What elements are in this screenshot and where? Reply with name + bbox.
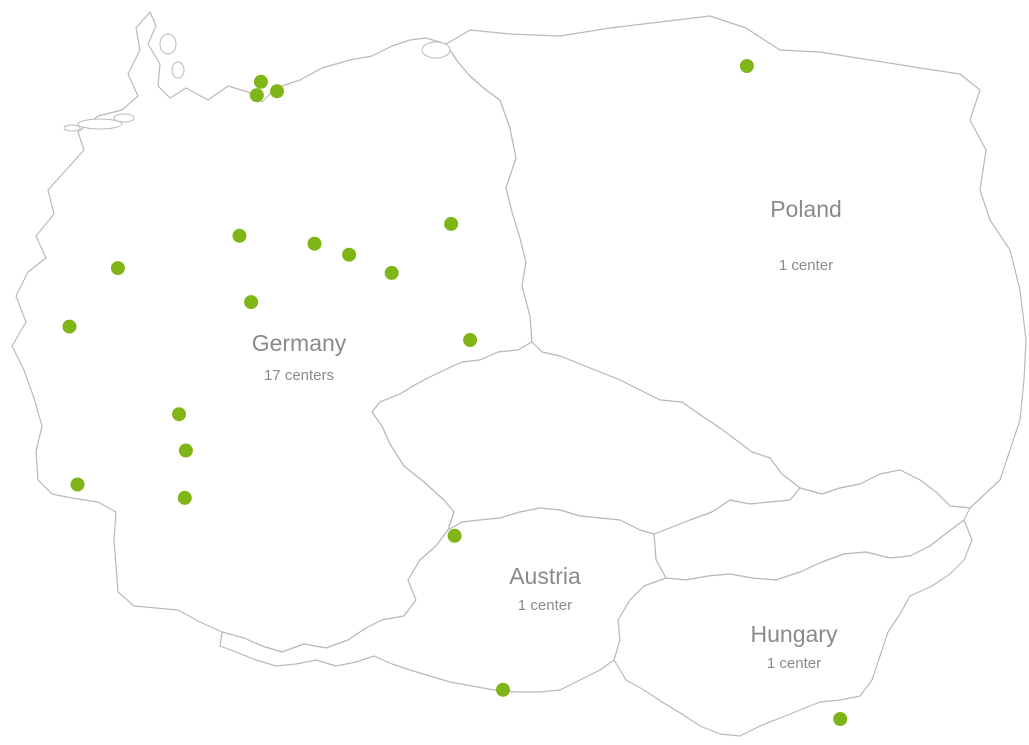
hungary-count: 1 center — [767, 655, 821, 672]
island-shape — [77, 118, 123, 130]
austria-name: Austria — [509, 563, 581, 589]
island-shape — [63, 124, 81, 132]
hungary-border — [613, 519, 973, 737]
germany-center-marker[interactable] — [172, 407, 186, 422]
germany-center-marker[interactable] — [444, 216, 459, 231]
island-shape — [421, 41, 451, 59]
island-shape — [159, 33, 177, 55]
poland-name: Poland — [770, 196, 842, 222]
hungary-name: Hungary — [751, 621, 838, 647]
austria-center-marker[interactable] — [496, 682, 510, 697]
germany-center-marker[interactable] — [307, 236, 322, 251]
germany-center-marker[interactable] — [178, 443, 193, 458]
germany-center-marker[interactable] — [110, 261, 125, 276]
germany-center-marker[interactable] — [70, 477, 85, 492]
germany-center-marker[interactable] — [244, 295, 259, 310]
germany-center-marker[interactable] — [249, 88, 264, 103]
island-shape — [113, 113, 135, 123]
island-shape — [171, 61, 185, 79]
center-markers — [62, 59, 848, 726]
germany-center-marker[interactable] — [177, 490, 192, 505]
hungary-center-marker[interactable] — [833, 712, 848, 726]
country-borders — [11, 11, 1027, 737]
austria-border — [219, 507, 667, 693]
country-labels: Germany 17 centers Poland 1 center Austr… — [252, 196, 842, 672]
germany-center-marker[interactable] — [232, 228, 247, 243]
poland-center-marker[interactable] — [739, 59, 754, 73]
germany-center-marker[interactable] — [62, 319, 77, 334]
germany-center-marker[interactable] — [342, 247, 357, 262]
germany-center-marker[interactable] — [447, 528, 462, 543]
germany-center-marker[interactable] — [463, 333, 478, 347]
poland-count: 1 center — [779, 257, 833, 274]
germany-center-marker[interactable] — [253, 74, 268, 89]
germany-name: Germany — [252, 330, 347, 356]
germany-center-marker[interactable] — [270, 84, 284, 99]
germany-center-marker[interactable] — [384, 265, 399, 280]
germany-count: 17 centers — [264, 367, 334, 384]
austria-count: 1 center — [518, 597, 572, 614]
